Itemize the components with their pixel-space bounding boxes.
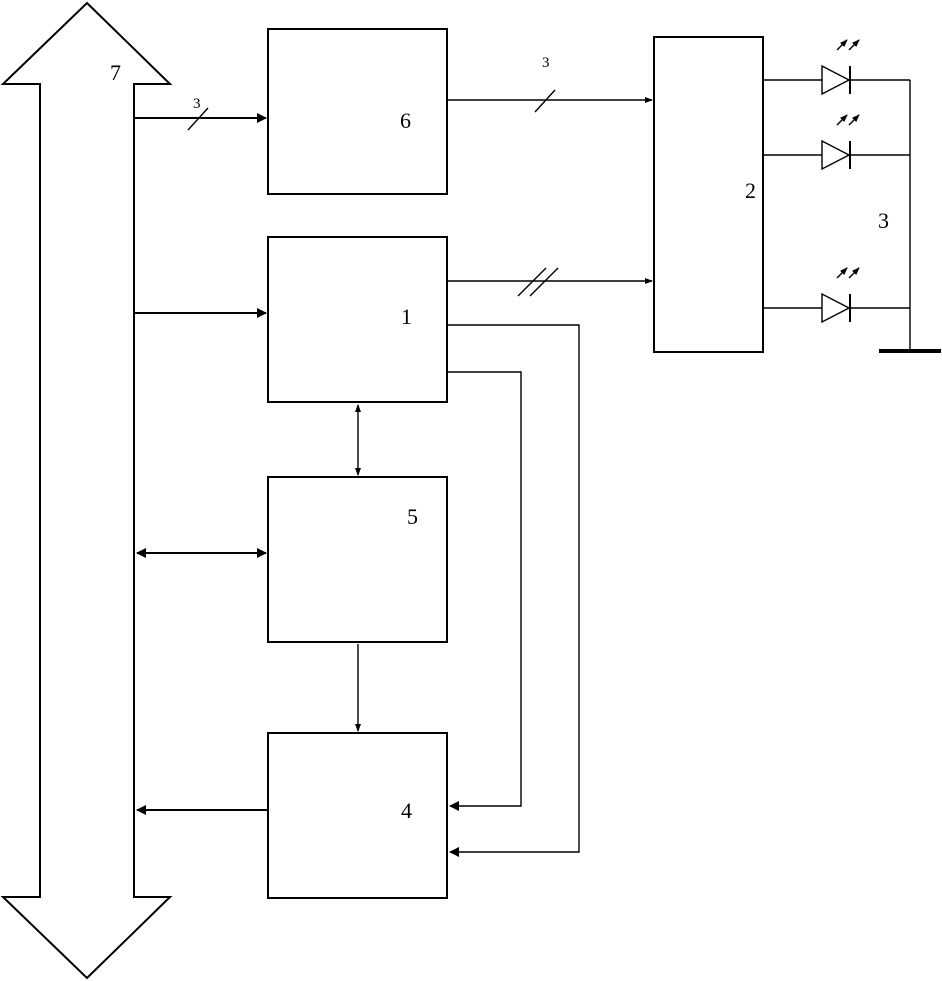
svg-text:1: 1 [401, 304, 412, 329]
led-emission-icon [836, 267, 860, 279]
svg-text:5: 5 [407, 504, 418, 529]
svg-text:3: 3 [542, 55, 550, 71]
led-output-1 [763, 64, 910, 96]
led-emission-icon [836, 39, 860, 51]
block-5: 5 [267, 476, 448, 643]
block1-to-block4-outer-path [447, 324, 580, 857]
svg-text:2: 2 [745, 178, 756, 203]
block-2: 2 [653, 36, 764, 353]
block1-to-block2-connection [447, 267, 653, 297]
svg-text:3: 3 [193, 96, 201, 112]
bus-arrow [0, 1, 173, 980]
led-emission-icon [836, 114, 860, 126]
led-output-2 [763, 139, 910, 171]
svg-text:6: 6 [400, 108, 411, 133]
svg-text:4: 4 [401, 798, 412, 823]
block1-to-block4-inner-path [447, 371, 522, 811]
bus-label: 7 [110, 60, 121, 85]
block6-to-block2-connection: 3 [447, 55, 653, 113]
block-1: 1 [267, 236, 448, 403]
block-6: 6 [267, 28, 448, 195]
led-group-label: 3 [878, 208, 889, 233]
bus-to-block6-connection: 3 [134, 96, 267, 131]
led-output-3 [763, 292, 910, 324]
block-4: 4 [267, 732, 448, 899]
